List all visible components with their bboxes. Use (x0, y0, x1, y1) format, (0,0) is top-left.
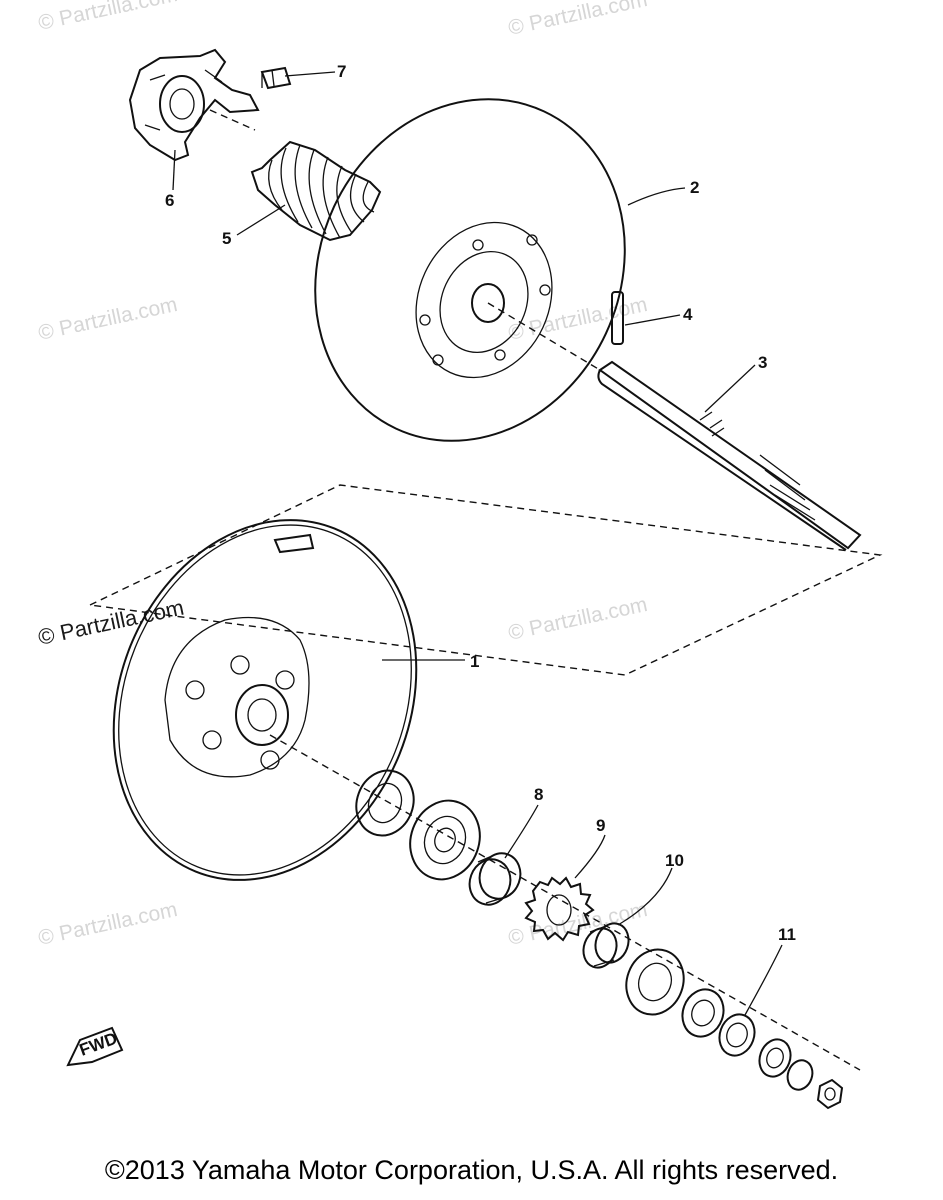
bearing-stack-lower (625, 948, 725, 1038)
callout-7: 7 (337, 62, 346, 81)
copyright-notice: ©2013 Yamaha Motor Corporation, U.S.A. A… (104, 1155, 839, 1185)
part-3-shaft (597, 360, 862, 551)
part-6-cam (128, 48, 260, 162)
part-9-sprocket (524, 876, 595, 942)
watermark-bottom-left: © Partzilla.com (36, 898, 179, 950)
callout-2: 2 (690, 178, 699, 197)
fwd-label: FWD (77, 1029, 120, 1060)
watermark-center-right: © Partzilla.com (506, 593, 649, 645)
callout-6: 6 (165, 191, 174, 210)
callout-1: 1 (470, 652, 479, 671)
callout-5: 5 (222, 229, 231, 248)
watermark-top-left: © Partzilla.com (36, 0, 179, 35)
part-2-sheave (314, 98, 626, 442)
watermark-mid-left: © Partzilla.com (36, 293, 179, 345)
callout-9: 9 (596, 816, 605, 835)
part-7-bolt (260, 66, 292, 90)
callout-3: 3 (758, 353, 767, 372)
washer-nut-stack (758, 1038, 844, 1110)
fwd-arrow: FWD (66, 1026, 124, 1067)
callout-11: 11 (778, 925, 796, 944)
callout-4: 4 (683, 305, 693, 324)
watermark-top-right: © Partzilla.com (506, 0, 649, 40)
watermark-strong: © Partzilla.com (36, 595, 186, 650)
bearing-stack (355, 769, 481, 881)
callout-8: 8 (534, 785, 543, 804)
part-1-movable-sheave (112, 519, 418, 881)
part-8-collar (468, 852, 522, 906)
callout-10: 10 (665, 851, 684, 870)
part-4-pin (611, 291, 624, 345)
part-5-spring (250, 140, 382, 242)
assembly-lines (87, 109, 883, 1071)
callouts: 1 2 3 4 5 6 7 8 9 10 11 (165, 62, 796, 1016)
part-11-seal (718, 1013, 756, 1057)
watermarks: © Partzilla.com © Partzilla.com © Partzi… (36, 0, 650, 950)
